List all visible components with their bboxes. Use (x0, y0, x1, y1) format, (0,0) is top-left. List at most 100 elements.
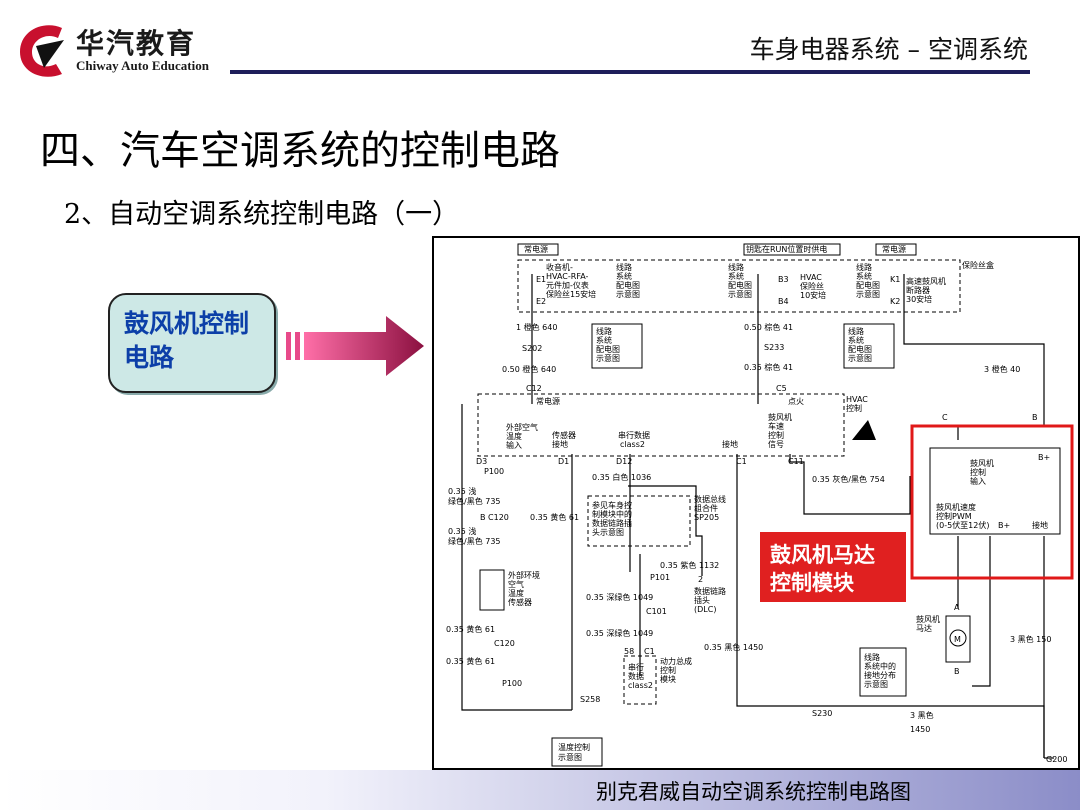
pin-d1: D1 (558, 457, 569, 466)
ref-note-d-box (591, 323, 643, 369)
blower-module-highlight (910, 424, 1074, 580)
pcm-label-3: 模块 (660, 674, 676, 684)
fuse-k1-line-1: 高速鼓风机 (906, 276, 946, 286)
ref-note-a-4: 示意图 (616, 289, 640, 299)
outside-sensor-3: 温度 (508, 588, 524, 598)
ref-note-d-3: 配电图 (596, 344, 620, 354)
run-hot-label-box (743, 243, 841, 256)
outside-temp-2: 温度 (506, 431, 522, 441)
fuse-e1-line-3: 元件加-仪表 (546, 280, 589, 290)
splice-note-4: 头示意图 (592, 527, 624, 537)
pin-c11: C11 (788, 457, 804, 466)
pcm-label-2: 控制 (660, 665, 676, 675)
outside-temp-1: 外部空气 (506, 422, 538, 432)
pin-b: B (1032, 413, 1038, 422)
outside-sensor-1: 外部环境 (508, 570, 540, 580)
motor-icon (949, 629, 967, 647)
ref-note-e-1: 线路 (848, 326, 864, 336)
motor-label-1: 鼓风机 (916, 614, 940, 624)
dlc-1: 数据链路 (694, 586, 726, 596)
wire-61-b: 0.35 黄色 61 (446, 624, 495, 634)
ground-note-1: 线路 (864, 652, 880, 662)
fuse-box-label: 保险丝盒 (962, 260, 994, 270)
run-hot-label: 钥匙在RUN位置时供电 (746, 244, 827, 254)
wire-1450-c: 1450 (910, 725, 930, 734)
blower-ctrl-4: 信号 (768, 439, 784, 449)
temp-ctrl-note-1: 温度控制 (558, 742, 590, 752)
pin-d12: D12 (616, 457, 632, 466)
splice-s233: S233 (764, 343, 784, 352)
ref-note-a-2: 系统 (616, 271, 632, 281)
splice-note-box (587, 495, 691, 547)
wire-40: 3 橙色 40 (984, 364, 1020, 374)
diagram-frame (432, 236, 1080, 770)
fuse-box (517, 259, 961, 313)
motor-pin-a: A (954, 603, 960, 612)
sp205-3: SP205 (694, 513, 719, 522)
wire-lines (461, 274, 1054, 759)
ref-note-c-3: 配电图 (856, 280, 880, 290)
blower-red-label-2: 控制模块 (770, 571, 855, 595)
wire-640-a: 1 橙色 640 (516, 322, 557, 332)
blower-input-3: 输入 (970, 476, 986, 486)
fuse-e2-pin: E2 (536, 297, 546, 306)
splice-p100-b: P100 (502, 679, 522, 688)
connector-c101: C101 (646, 607, 667, 616)
logo-english-text: Chiway Auto Education (76, 58, 209, 73)
ref-note-d-4: 示意图 (596, 353, 620, 363)
connector-c12: C12 (526, 384, 542, 393)
connector-c120-b: C120 (494, 639, 515, 648)
blower-bplus-2: B+ (998, 521, 1010, 530)
ground-note-box (859, 647, 907, 697)
ref-note-a-1: 线路 (616, 262, 632, 272)
motor-pin-b: B (954, 667, 960, 676)
ref-note-b-1: 线路 (728, 262, 744, 272)
pcm-inner-3: class2 (628, 681, 653, 690)
hvac-ign-label: 点火 (788, 397, 804, 406)
blower-input-1: 鼓风机 (970, 458, 994, 468)
wire-640-b: 0.50 橙色 640 (502, 364, 556, 374)
slide-subtitle: 2、自动空调系统控制电路（一） (64, 199, 460, 230)
temp-ctrl-note-box (551, 737, 603, 767)
dlc-2: 插头 (694, 595, 710, 605)
connector-c120-a: B C120 (480, 513, 509, 522)
pin-c1: C1 (736, 457, 747, 466)
ref-note-e-2: 系统 (848, 335, 864, 345)
hvac-hot-label: 常电源 (536, 396, 560, 406)
sp205-1: 数据总线 (694, 494, 726, 504)
fuse-e1-line-4: 保险丝15安培 (546, 289, 596, 299)
blower-gnd: 接地 (1032, 520, 1048, 530)
pin-d3: D3 (476, 457, 487, 466)
splice-s258: S258 (580, 695, 600, 704)
ref-note-a-3: 配电图 (616, 280, 640, 290)
splice-p100-a: P100 (484, 467, 504, 476)
blower-ctrl-2: 车速 (768, 421, 784, 431)
blower-ctrl-1: 鼓风机 (768, 412, 792, 422)
wire-754: 0.35 灰色/黑色 754 (812, 474, 885, 484)
motor-box (945, 615, 971, 663)
ground-note-3: 接地分布 (864, 670, 896, 680)
footer-band (0, 770, 1080, 810)
blower-pwm-3: (0-5伏至12伏) (936, 520, 990, 530)
splice-s230: S230 (812, 709, 832, 718)
splice-p101: P101 (650, 573, 670, 582)
wire-150: 3 黑色 150 (1010, 634, 1051, 644)
pcm-inner-1: 串行 (628, 662, 644, 672)
splice-note-3: 数据链路插 (592, 518, 632, 528)
dlc-pin: 2 (698, 575, 703, 584)
section-header: 车身电器系统 – 空调系统 (749, 35, 1028, 64)
outside-sensor-symbol (479, 569, 505, 611)
pcm-label-1: 动力总成 (660, 656, 692, 666)
wire-41-b: 0.35 棕色 41 (744, 362, 793, 372)
header-rule (230, 70, 1030, 74)
blower-ctrl-3: 控制 (768, 430, 784, 440)
motor-label-2: 马达 (916, 623, 932, 633)
fuse-hvac-line-1: HVAC (800, 273, 822, 282)
serial-data-2: class2 (620, 440, 645, 449)
outside-sensor-4: 传感器 (508, 597, 532, 607)
fuse-k1-line-2: 断路器 (906, 285, 930, 295)
fuse-k2-pin: K2 (890, 297, 900, 306)
hot-always-label: 常电源 (524, 244, 548, 254)
wire-1132: 0.35 紫色 1132 (660, 560, 719, 570)
fuse-hvac-line-3: 10安培 (800, 290, 826, 300)
